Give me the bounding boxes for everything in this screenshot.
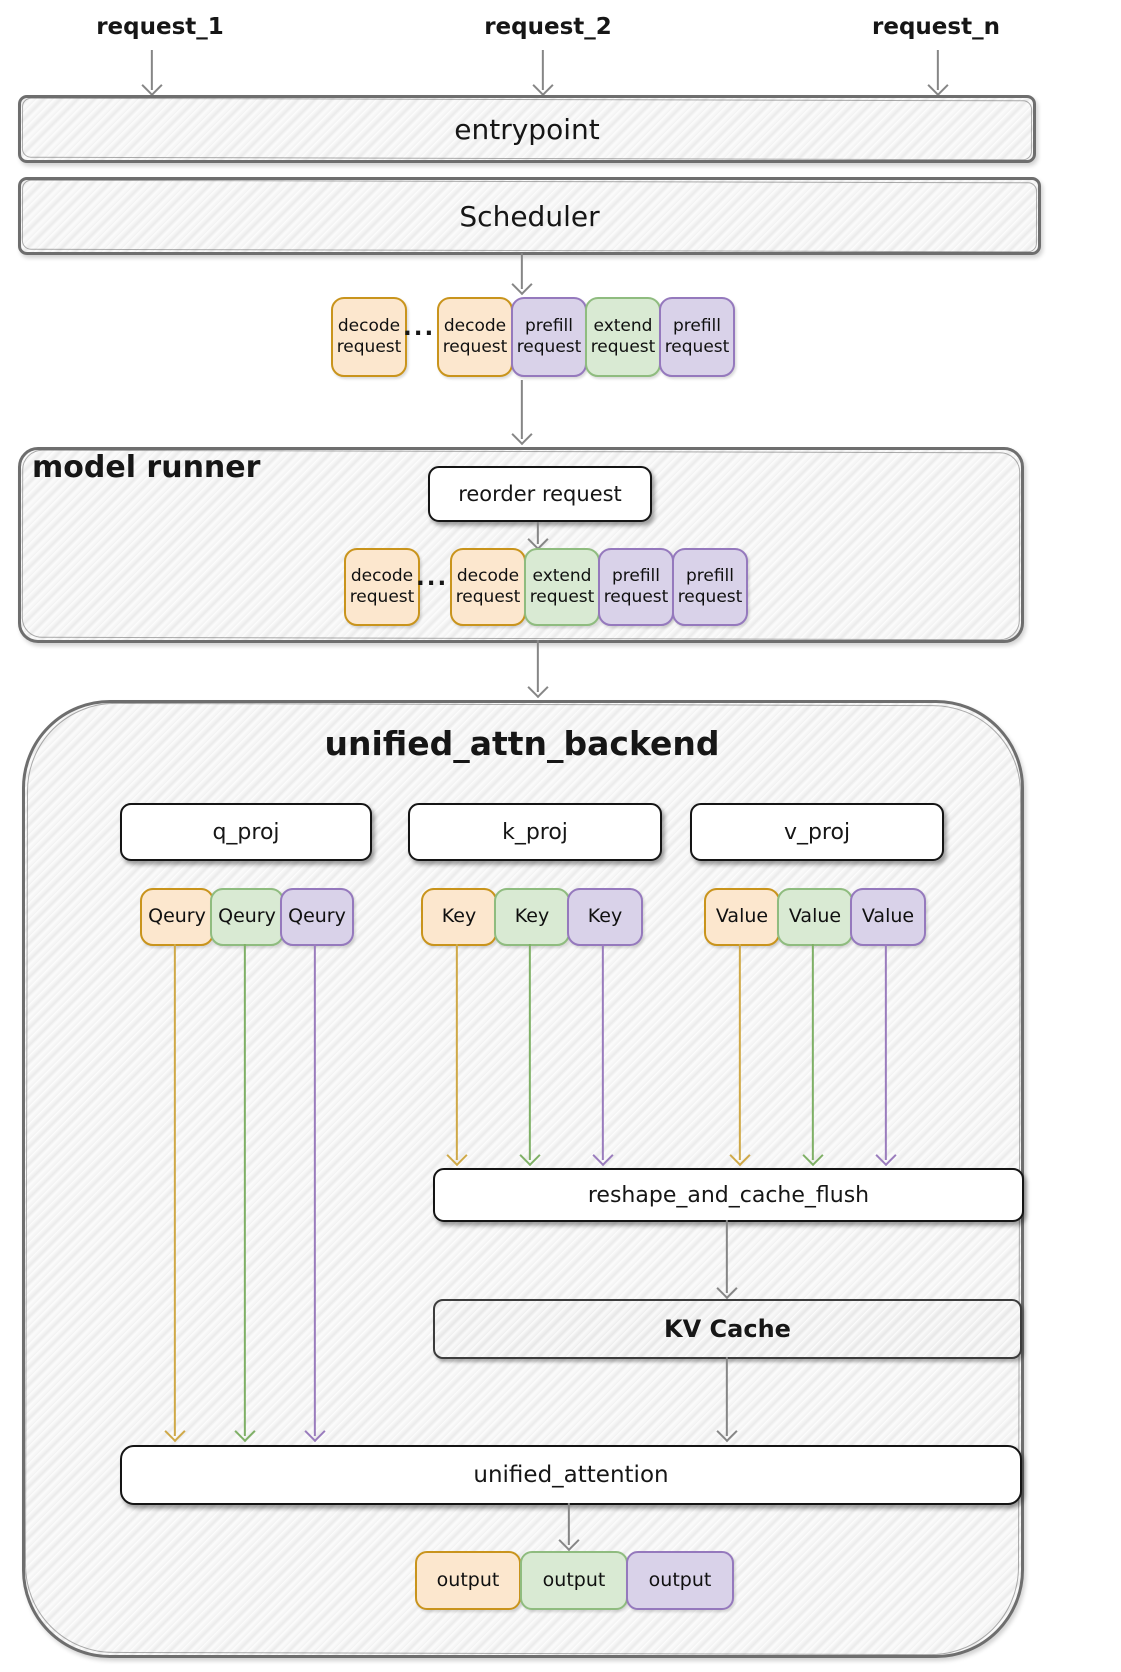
arrow-down-icon bbox=[143, 50, 161, 94]
request-label: request_n bbox=[872, 14, 1000, 40]
arrow-down-icon bbox=[804, 944, 822, 1164]
query-token: Qeury bbox=[210, 888, 284, 946]
reshape-box: reshape_and_cache_flush bbox=[433, 1168, 1024, 1222]
queue-item: decode request bbox=[437, 297, 513, 377]
queue-item: extend request bbox=[524, 548, 600, 626]
value-token: Value bbox=[704, 888, 780, 946]
output-token: output bbox=[520, 1551, 628, 1610]
queue-item: decode request bbox=[331, 297, 407, 377]
key-token: Key bbox=[494, 888, 570, 946]
value-token: Value bbox=[777, 888, 853, 946]
output-token: output bbox=[415, 1551, 521, 1610]
arrow-down-icon bbox=[513, 380, 531, 443]
ellipsis: ... bbox=[403, 315, 436, 341]
arrow-down-icon bbox=[560, 1503, 578, 1549]
query-token: Qeury bbox=[280, 888, 354, 946]
arrow-down-icon bbox=[236, 944, 254, 1440]
arrow-down-icon bbox=[594, 944, 612, 1164]
arrow-down-icon bbox=[521, 944, 539, 1164]
output-token: output bbox=[626, 1551, 734, 1610]
arrow-down-icon bbox=[731, 944, 749, 1164]
arrow-down-icon bbox=[448, 944, 466, 1164]
arrow-down-icon bbox=[877, 944, 895, 1164]
queue-item: prefill request bbox=[672, 548, 748, 626]
queue-item: decode request bbox=[450, 548, 526, 626]
arrow-down-icon bbox=[529, 640, 547, 696]
arrow-down-icon bbox=[534, 50, 552, 94]
arrow-down-icon bbox=[718, 1357, 736, 1440]
queue-item: extend request bbox=[585, 297, 661, 377]
queue-item: prefill request bbox=[598, 548, 674, 626]
reorder-request-box: reorder request bbox=[428, 466, 652, 522]
query-token: Qeury bbox=[140, 888, 214, 946]
key-token: Key bbox=[567, 888, 643, 946]
arrow-down-icon bbox=[306, 944, 324, 1440]
unified-attention-box: unified_attention bbox=[120, 1445, 1022, 1505]
scheduler-box: Scheduler bbox=[18, 177, 1041, 255]
scheduler-label: Scheduler bbox=[459, 199, 600, 233]
entrypoint-box: entrypoint bbox=[18, 95, 1036, 163]
arrow-down-icon bbox=[513, 253, 531, 293]
proj-box-q: q_proj bbox=[120, 803, 372, 861]
arrow-down-icon bbox=[929, 50, 947, 94]
request-label: request_1 bbox=[96, 14, 224, 40]
proj-box-v: v_proj bbox=[690, 803, 944, 861]
value-token: Value bbox=[850, 888, 926, 946]
kv-cache-box: KV Cache bbox=[433, 1299, 1022, 1359]
entrypoint-label: entrypoint bbox=[454, 112, 600, 146]
arrow-down-icon bbox=[166, 944, 184, 1440]
backend-title: unified_attn_backend bbox=[324, 724, 720, 763]
arrow-down-icon bbox=[529, 522, 547, 548]
request-label: request_2 bbox=[484, 14, 612, 40]
proj-box-k: k_proj bbox=[408, 803, 662, 861]
ellipsis: ... bbox=[416, 565, 449, 591]
queue-item: decode request bbox=[344, 548, 420, 626]
key-token: Key bbox=[421, 888, 497, 946]
queue-item: prefill request bbox=[659, 297, 735, 377]
arrow-down-icon bbox=[718, 1220, 736, 1297]
model-runner-label: model runner bbox=[32, 450, 261, 485]
queue-item: prefill request bbox=[511, 297, 587, 377]
